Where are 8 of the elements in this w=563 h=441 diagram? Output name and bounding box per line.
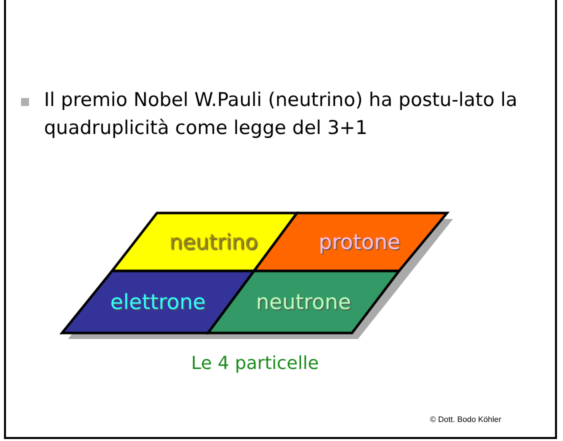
caption: Le 4 particelle [190, 353, 320, 374]
particle-name: elettrone [109, 290, 207, 314]
copyright-note: © Dott. Bodo Köhler [430, 415, 502, 424]
particle-name: neutrino [168, 230, 259, 254]
particle-name: neutrone [254, 290, 352, 314]
parallelogram-cell [208, 271, 399, 333]
bullet-text: Il premio Nobel W.Pauli (neutrino) ha postu-lato la quadruplicità come legge del 3+1 [44, 88, 518, 141]
particle-name: protone [318, 230, 402, 254]
